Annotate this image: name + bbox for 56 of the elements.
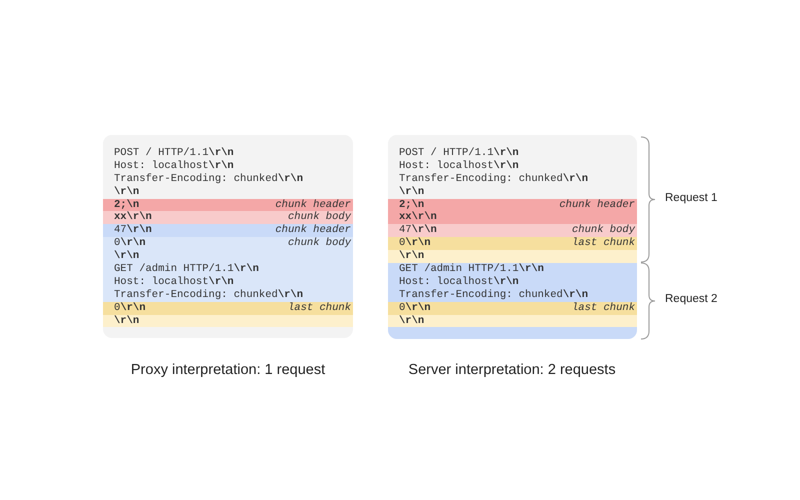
code-line: 0\r\n <box>399 302 431 315</box>
code-line: \r\n <box>399 186 424 199</box>
code-line: 47\r\n <box>114 224 152 237</box>
highlighted-lines <box>103 237 353 302</box>
highlighted-lines <box>388 198 637 224</box>
message-panel <box>103 135 353 338</box>
code-line: 2;\n <box>114 198 140 211</box>
code-line: Host: localhost\r\n <box>114 160 234 173</box>
code-line: xx\r\n <box>399 211 437 224</box>
node-label: Server interpretation: 2 requests <box>408 362 616 378</box>
code-line: 2;\n <box>399 198 424 211</box>
highlighted-lines <box>388 250 637 264</box>
color-band <box>388 327 637 339</box>
code-line: GET /admin HTTP/1.1\r\n <box>114 263 259 276</box>
code-line: 0\r\n <box>114 302 146 315</box>
code-line: Transfer-Encoding: chunked\r\n <box>114 288 304 302</box>
code-line: \r\n <box>114 186 140 199</box>
code-line: Host: localhost\r\n <box>399 276 519 289</box>
code-line: Host: localhost\r\n <box>399 160 519 173</box>
highlighted-lines <box>103 211 353 224</box>
highlighted-lines <box>388 302 637 315</box>
node-label: Proxy interpretation: 1 request <box>130 362 326 378</box>
annotation-text: last chunk <box>572 302 635 315</box>
annotation-text: last chunk <box>288 302 351 315</box>
code-line: 0\r\n <box>399 237 431 250</box>
highlighted-lines <box>388 224 637 238</box>
brace-label: Request 2 <box>665 293 718 305</box>
code-line: \r\n <box>114 250 140 264</box>
code-line: GET /admin HTTP/1.1\r\n <box>399 263 544 276</box>
highlighted-lines <box>103 314 353 328</box>
highlighted-lines <box>388 237 637 250</box>
highlighted-lines <box>103 198 353 212</box>
highlighted-lines <box>388 263 637 302</box>
code-line: Host: localhost\r\n <box>114 276 234 289</box>
brace-label: Request 1 <box>665 192 718 204</box>
code-line: Transfer-Encoding: chunked\r\n <box>399 288 588 302</box>
code-line: Transfer-Encoding: chunked\r\n <box>114 172 304 186</box>
annotation-text: chunk header <box>275 224 351 237</box>
annotation-text: chunk body <box>288 211 351 224</box>
code-line: POST / HTTP/1.1\r\n <box>399 147 519 160</box>
annotation-text: chunk body <box>572 224 635 237</box>
annotation-text: last chunk <box>572 237 635 250</box>
annotation-text: chunk header <box>559 198 635 212</box>
code-line: \r\n <box>399 314 424 328</box>
annotation-text: chunk header <box>275 198 351 211</box>
highlighted-lines <box>103 302 353 315</box>
code-line: POST / HTTP/1.1\r\n <box>114 147 234 160</box>
code-line: \r\n <box>399 250 424 264</box>
annotation-text: chunk body <box>288 237 351 250</box>
code-line: Transfer-Encoding: chunked\r\n <box>399 172 588 186</box>
highlighted-lines <box>388 314 637 328</box>
code-line: \r\n <box>114 314 140 328</box>
code-line: xx\r\n <box>114 211 152 224</box>
highlighted-lines <box>103 224 353 238</box>
code-line: 47\r\n <box>399 224 437 237</box>
code-line: 0\r\n <box>114 237 146 250</box>
